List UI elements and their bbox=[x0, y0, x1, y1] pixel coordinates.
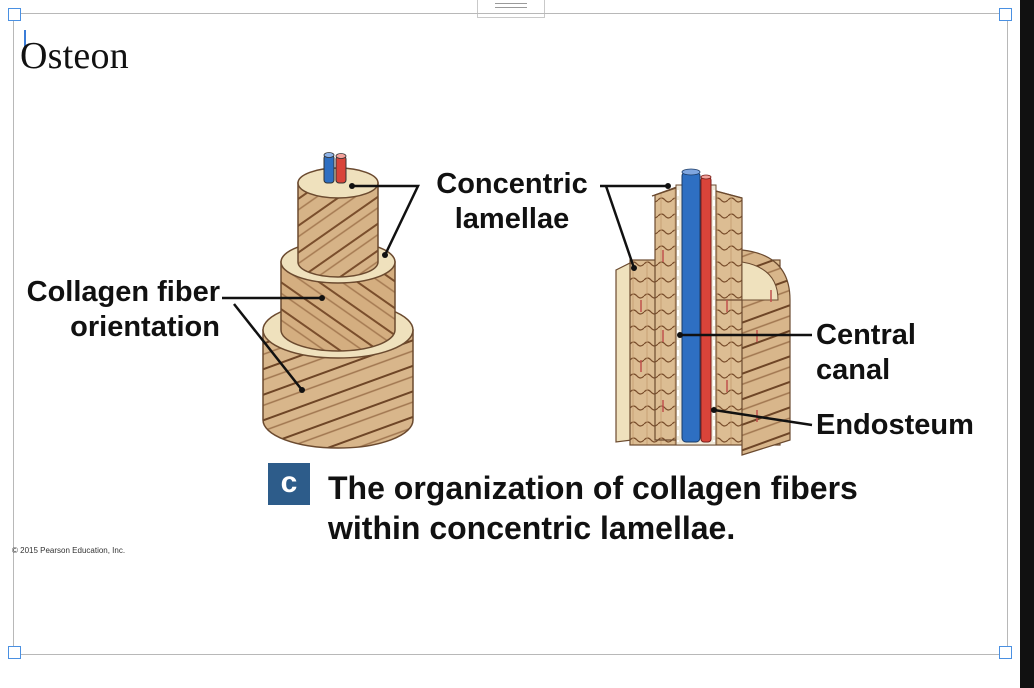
lamellae-cylinder-illustration bbox=[262, 152, 414, 449]
window-edge bbox=[1020, 0, 1034, 688]
collagen-fiber-orientation-label: Collagen fiber orientation bbox=[26, 276, 220, 343]
slide-title[interactable]: Osteon bbox=[20, 35, 129, 77]
selection-handle-bottom-right[interactable] bbox=[999, 646, 1012, 659]
text-cursor bbox=[24, 30, 26, 50]
osteon-cutaway-illustration bbox=[615, 168, 791, 456]
selection-handle-top-left[interactable] bbox=[8, 8, 21, 21]
figure-letter-badge: c bbox=[268, 463, 310, 505]
copyright-notice: © 2015 Pearson Education, Inc. bbox=[12, 546, 126, 555]
selection-handle-bottom-left[interactable] bbox=[8, 646, 21, 659]
leader-lines bbox=[222, 184, 813, 427]
slide-frame[interactable] bbox=[13, 13, 1008, 655]
endosteum-label: Endosteum bbox=[816, 409, 974, 441]
central-canal-label: Central canal bbox=[816, 319, 916, 386]
figure-caption: The organization of collagen fibers with… bbox=[328, 470, 858, 546]
leader-dots bbox=[299, 183, 717, 413]
selection-handle-top-right[interactable] bbox=[999, 8, 1012, 21]
concentric-lamellae-label: Concentric lamellae bbox=[436, 168, 588, 235]
